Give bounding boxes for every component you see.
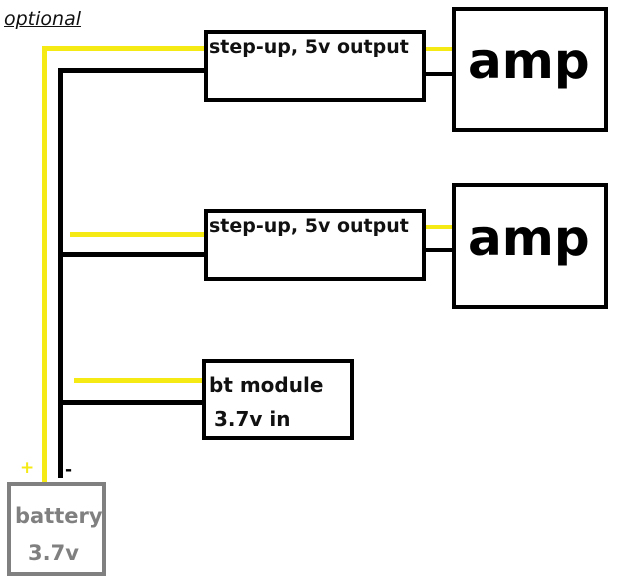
stepup-2-label: step-up, 5v output [209,215,409,237]
bt-module [202,359,354,440]
negative-wire-bt [58,400,204,405]
battery-minus-sign: - [65,460,73,480]
battery-label-line1: battery [15,504,103,528]
bt-module-label-line1: bt module [209,373,324,397]
output-wire-amp-1 [425,47,454,51]
battery-label-line2: 3.7v [28,541,79,565]
negative-wire-stepup-2 [58,252,206,257]
battery [7,482,106,576]
amp-1-label: amp [468,32,590,90]
ground-wire-amp-2 [425,248,454,252]
negative-wire-stepup-1 [58,68,206,73]
battery-plus-sign: + [20,458,35,478]
positive-wire-stepup-2 [70,232,206,237]
positive-bus-vertical [42,47,47,483]
ground-wire-amp-1 [425,72,454,76]
amp-2 [452,183,608,309]
positive-wire-bt [74,378,204,383]
negative-bus-vertical [58,68,63,478]
stepup-1-label: step-up, 5v output [209,36,409,58]
stepup-module-1 [204,30,426,102]
output-wire-amp-2 [425,225,454,229]
positive-wire-stepup-1 [42,46,206,51]
amp-2-label: amp [468,209,590,267]
amp-1 [452,7,608,132]
optional-note: optional [4,8,82,30]
bt-module-label-line2: 3.7v in [214,407,291,431]
stepup-module-2 [204,209,426,281]
